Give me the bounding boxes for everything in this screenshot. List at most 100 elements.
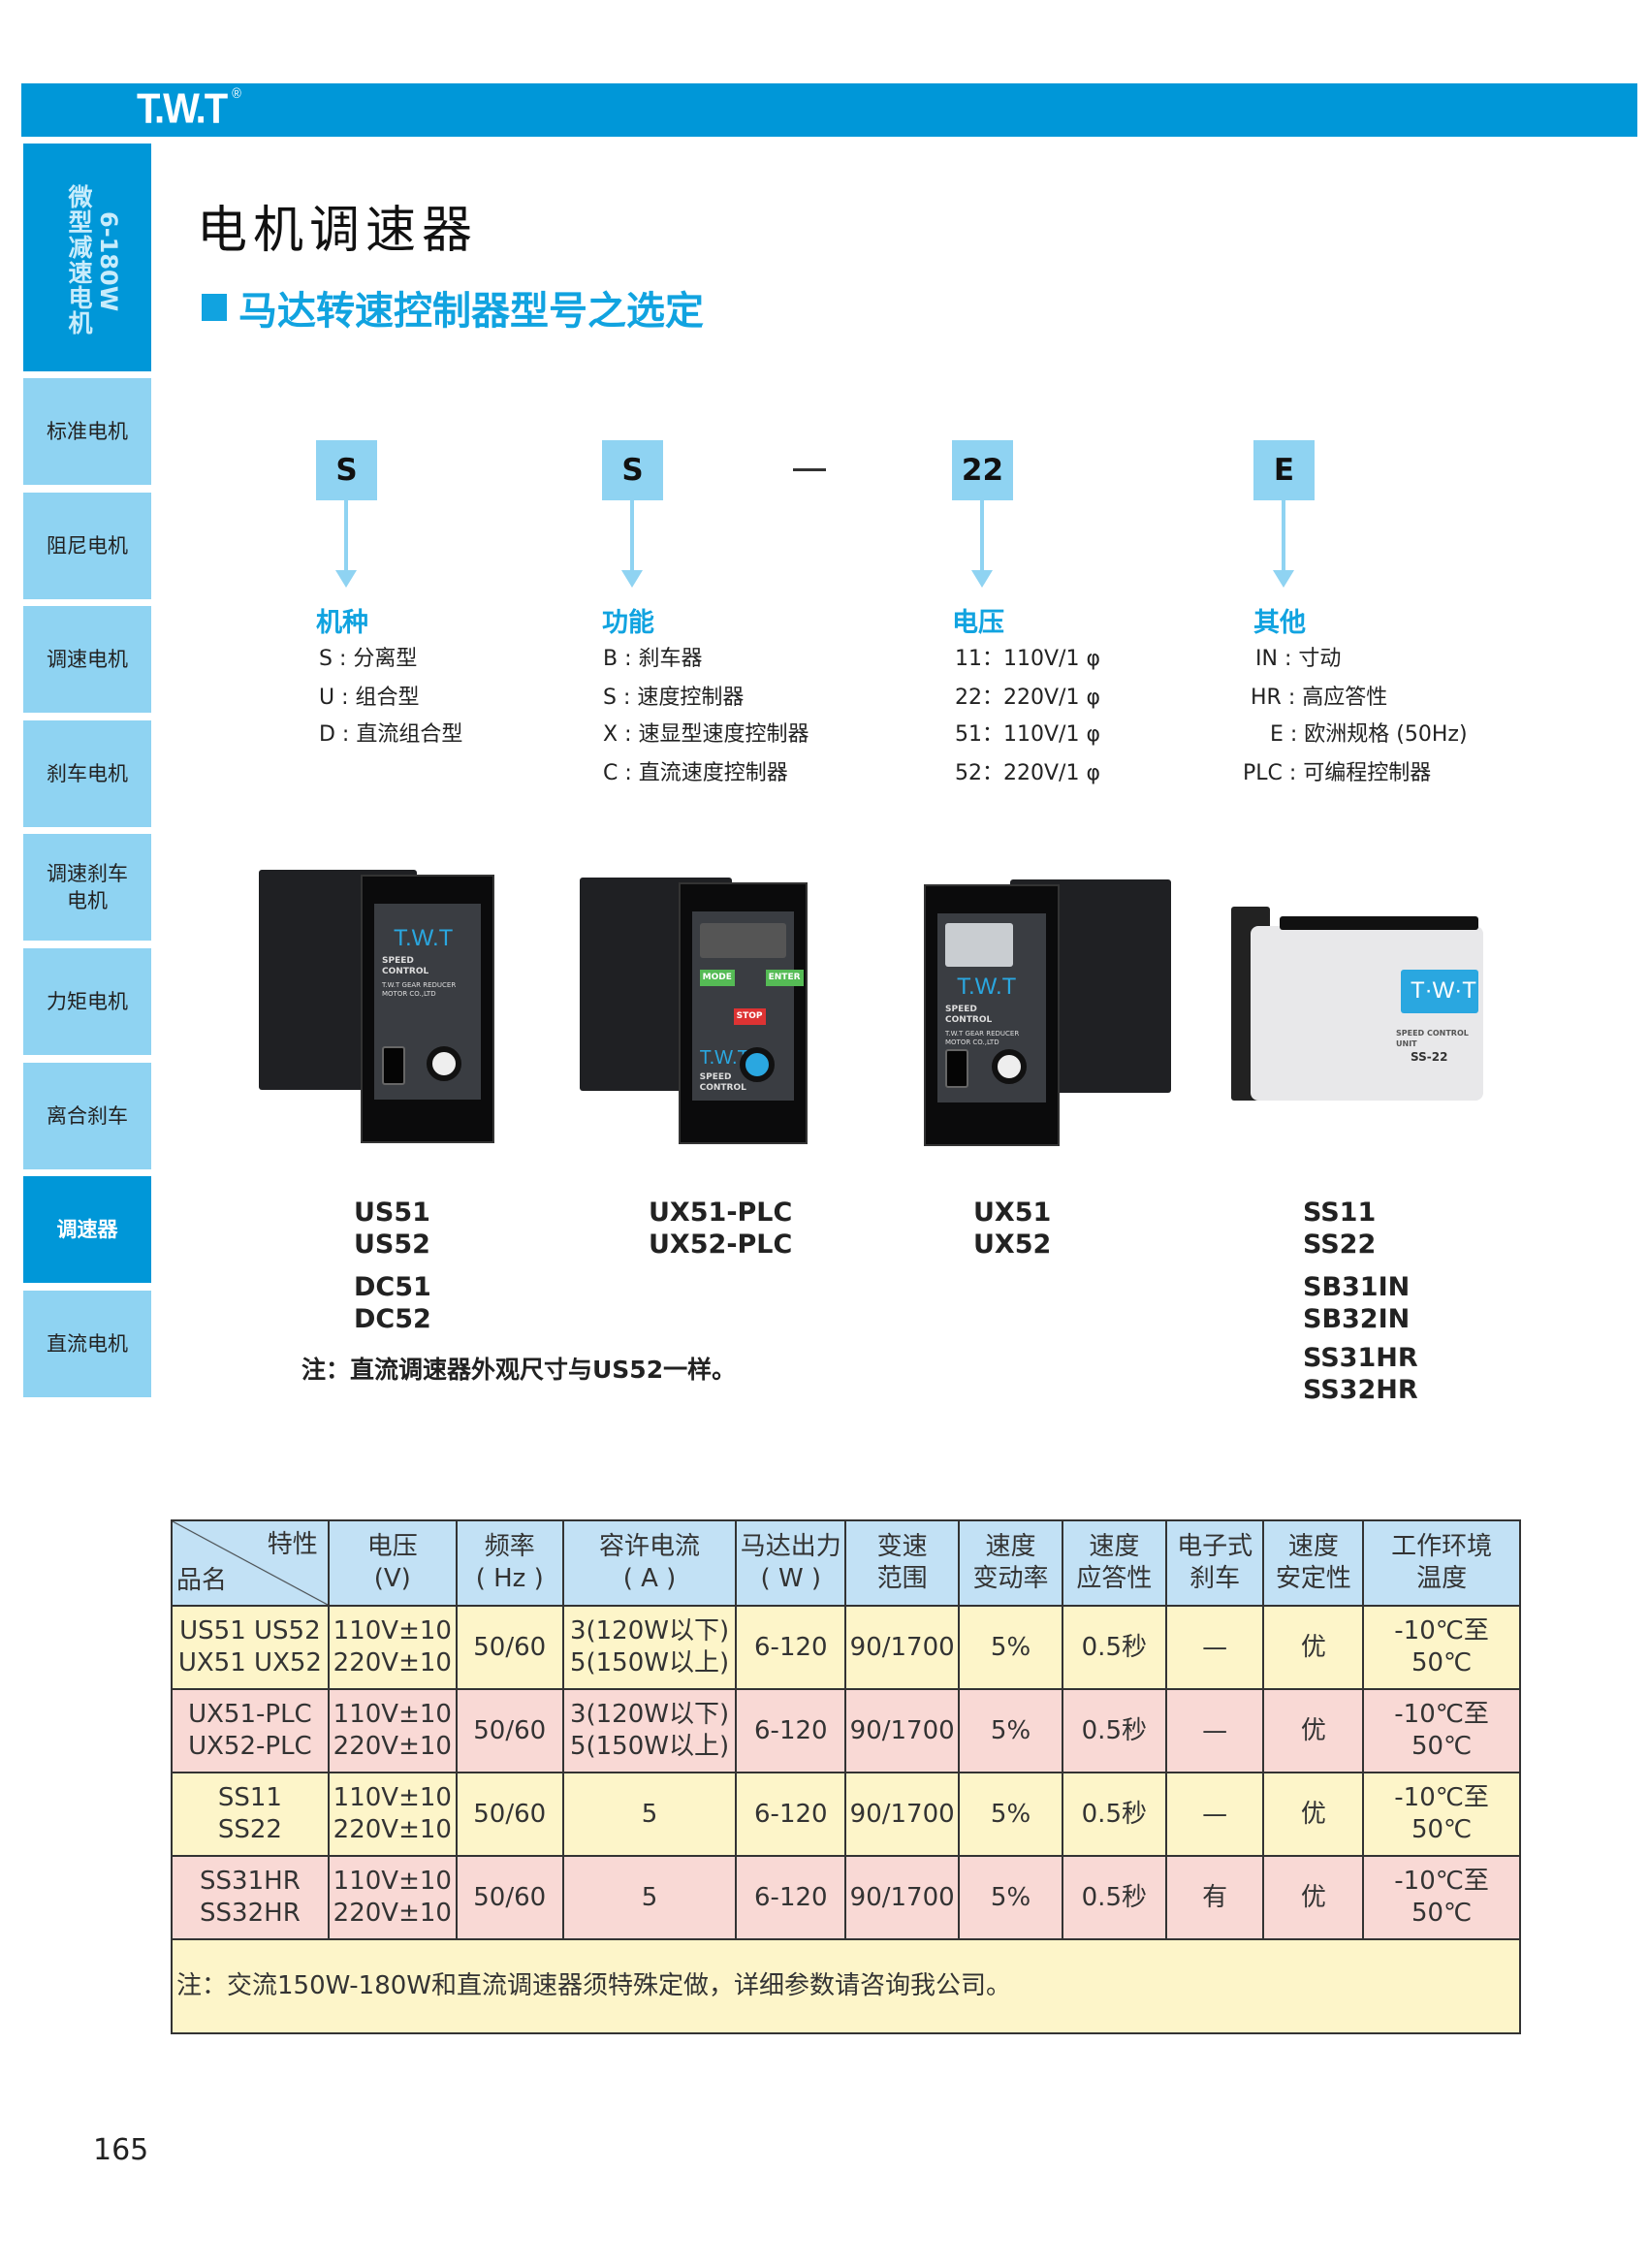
cell-brake: — bbox=[1164, 1605, 1265, 1690]
relay-clip bbox=[1280, 916, 1478, 930]
sidebar-section-range: 6-180W bbox=[95, 211, 122, 312]
group-heading: 机种 bbox=[316, 608, 368, 638]
cell-line: SS22 bbox=[217, 1815, 282, 1844]
code-box: S bbox=[316, 440, 377, 500]
model-name: DC52 bbox=[354, 1304, 431, 1334]
cell-line: 3(120W以下) bbox=[569, 1700, 730, 1729]
cell-stab: 优 bbox=[1262, 1688, 1365, 1773]
power-switch-icon bbox=[382, 1046, 405, 1085]
sidebar-item[interactable]: 离合刹车 bbox=[23, 1062, 151, 1169]
code-box: 22 bbox=[952, 440, 1013, 500]
cell-line: 110V±10 bbox=[333, 1616, 452, 1645]
model-name: UX52 bbox=[973, 1230, 1052, 1260]
option-line: S : 速度控制器 bbox=[603, 686, 745, 710]
model-name: SS22 bbox=[1303, 1230, 1377, 1260]
display-icon bbox=[945, 923, 1013, 967]
mode-button: MODE bbox=[699, 970, 735, 986]
sidebar-item[interactable]: 标准电机 bbox=[23, 378, 151, 485]
column-header: 电子式刹车 bbox=[1164, 1519, 1265, 1607]
cell-line: US51 US52 bbox=[179, 1616, 321, 1645]
header-line: 频率 bbox=[484, 1532, 535, 1561]
cell-resp: 0.5秒 bbox=[1061, 1772, 1167, 1857]
display-icon bbox=[699, 923, 786, 958]
sidebar-item[interactable]: 调速刹车电机 bbox=[23, 834, 151, 942]
cell-var: 5% bbox=[958, 1605, 1063, 1690]
column-header: 速度变动率 bbox=[958, 1519, 1063, 1607]
sidebar-item[interactable]: 阻尼电机 bbox=[23, 492, 151, 599]
cell-power: 6-120 bbox=[735, 1772, 847, 1857]
spec-table: 特性品名 电压(V)频率( Hz )容许电流( A )马达出力( W )变速范围… bbox=[171, 1519, 1521, 2034]
header-line: 应答性 bbox=[1076, 1564, 1153, 1593]
column-header: 频率 ( Hz ) bbox=[455, 1519, 564, 1607]
sidebar-item[interactable]: 力矩电机 bbox=[23, 948, 151, 1055]
section-subtitle: 马达转速控制器型号之选定 bbox=[202, 279, 704, 335]
sidebar-item[interactable]: 调速器 bbox=[23, 1176, 151, 1284]
cell-line: 5(150W以上) bbox=[569, 1648, 730, 1677]
column-header: 电压(V) bbox=[327, 1519, 458, 1607]
cell-range: 90/1700 bbox=[844, 1855, 961, 1940]
brand-logo: T.W.T® bbox=[137, 84, 241, 134]
cell-line: SS11 bbox=[217, 1783, 282, 1812]
model-name: DC51 bbox=[354, 1272, 431, 1302]
registered-mark: ® bbox=[232, 84, 240, 102]
cell-stab: 优 bbox=[1262, 1855, 1365, 1940]
header-line: 刹车 bbox=[1189, 1564, 1241, 1593]
cell-freq: 50/60 bbox=[455, 1855, 564, 1940]
header-line: 温度 bbox=[1416, 1564, 1468, 1593]
header-line: ( Hz ) bbox=[475, 1564, 544, 1593]
photo-model: SS-22 bbox=[1411, 1050, 1448, 1064]
model-name: US51 bbox=[354, 1198, 430, 1228]
sidebar-item[interactable]: 调速电机 bbox=[23, 606, 151, 714]
cell-line: 5 bbox=[641, 1799, 658, 1829]
option-line: HR : 高应答性 bbox=[1251, 686, 1388, 710]
cell-current: 3(120W以下)5(150W以上) bbox=[561, 1688, 738, 1773]
cell-temp: -10℃至50℃ bbox=[1362, 1772, 1521, 1857]
header-line: 马达出力 bbox=[740, 1532, 841, 1561]
sidebar-section-title: 微型减速电机 bbox=[65, 184, 93, 335]
sidebar-item[interactable]: 直流电机 bbox=[23, 1290, 151, 1397]
header-line: 容许电流 bbox=[599, 1532, 701, 1561]
column-header: 速度安定性 bbox=[1262, 1519, 1365, 1607]
cell-brake: — bbox=[1164, 1688, 1265, 1773]
cell-freq: 50/60 bbox=[455, 1605, 564, 1690]
cell-current: 5 bbox=[561, 1855, 738, 1940]
option-line: 22：220V/1 φ bbox=[955, 686, 1100, 710]
column-header: 工作环境温度 bbox=[1362, 1519, 1521, 1607]
cell-line: 110V±10 bbox=[333, 1783, 452, 1812]
model-name: SS31HR bbox=[1303, 1343, 1418, 1373]
cell-resp: 0.5秒 bbox=[1061, 1605, 1167, 1690]
page-number: 165 bbox=[93, 2133, 149, 2167]
model-name: UX51-PLC bbox=[649, 1198, 793, 1228]
photo-caption: SPEED CONTROL bbox=[699, 1072, 746, 1093]
sidebar-item[interactable]: 刹车电机 bbox=[23, 719, 151, 827]
option-line: 11：110V/1 φ bbox=[955, 647, 1100, 671]
arrow-down-icon bbox=[335, 500, 357, 588]
table-note: 注：交流150W-180W和直流调速器须特殊定做，详细参数请咨询我公司。 bbox=[171, 1938, 1521, 2034]
stop-button: STOP bbox=[733, 1008, 766, 1025]
photo-brand: T.W.T bbox=[394, 925, 454, 951]
cell-line: 220V±10 bbox=[333, 1648, 452, 1677]
photo-maker: T.W.T GEAR REDUCER MOTOR CO.,LTD bbox=[382, 981, 457, 998]
cell-line: SS31HR bbox=[200, 1867, 301, 1896]
header-line: 变动率 bbox=[972, 1564, 1049, 1593]
option-line: PLC : 可编程控制器 bbox=[1243, 761, 1432, 785]
model-name: SS11 bbox=[1303, 1198, 1377, 1228]
cell-range: 90/1700 bbox=[844, 1605, 961, 1690]
arrow-down-icon bbox=[621, 500, 643, 588]
cell-var: 5% bbox=[958, 1772, 1063, 1857]
option-line: X : 速显型速度控制器 bbox=[603, 722, 809, 747]
model-name: SB31IN bbox=[1303, 1272, 1411, 1302]
photo-caption: SPEED CONTROL UNIT bbox=[1396, 1029, 1469, 1048]
option-line: U : 组合型 bbox=[319, 686, 420, 710]
header-bar: T.W.T® bbox=[21, 83, 1637, 137]
header-line: 安定性 bbox=[1275, 1564, 1351, 1593]
subtitle-text: 马达转速控制器型号之选定 bbox=[238, 289, 704, 334]
arrow-down-icon bbox=[1273, 500, 1294, 588]
cell-line: 110V±10 bbox=[333, 1700, 452, 1729]
